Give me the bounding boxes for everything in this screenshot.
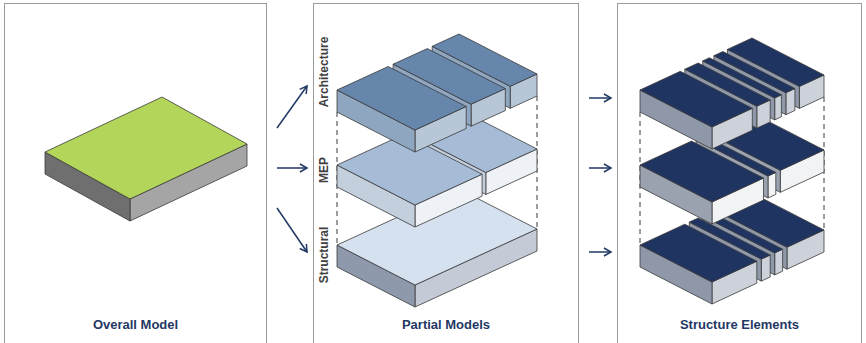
panel-caption: Partial Models: [314, 317, 578, 332]
block-top: [45, 97, 247, 199]
layer-label: Structural: [317, 227, 331, 284]
block-top: [640, 71, 752, 127]
layer-label: MEP: [317, 157, 331, 183]
panel-box: Partial Models: [313, 3, 579, 343]
flow-arrow: [589, 251, 611, 253]
flow-arrow: [589, 167, 611, 169]
panel-caption: Overall Model: [5, 317, 266, 332]
block-top: [640, 224, 757, 282]
block-side: [775, 95, 782, 120]
flow-arrow: [277, 86, 307, 128]
flow-arrow: [277, 167, 307, 169]
block-side: [768, 172, 776, 198]
layer-label: Architecture: [317, 37, 331, 108]
panel-caption: Structure Elements: [618, 317, 861, 332]
flow-arrow: [277, 208, 307, 252]
panel-box: Overall Model: [4, 3, 267, 343]
block-top: [640, 141, 764, 202]
block-side: [775, 249, 783, 275]
flow-arrow: [589, 97, 611, 99]
block-top: [337, 67, 466, 131]
panel-box: Structure Elements: [617, 3, 862, 343]
